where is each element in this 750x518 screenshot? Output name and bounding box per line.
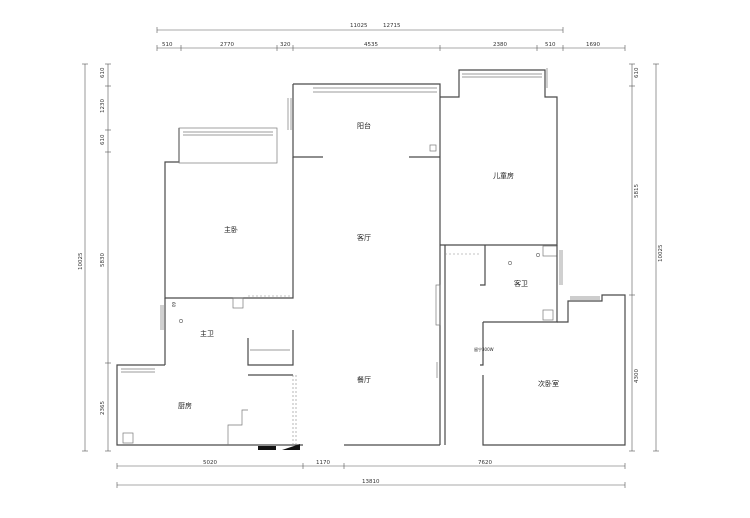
label-balcony: 阳台: [357, 121, 371, 130]
dim-right-2: 5815: [634, 184, 640, 198]
dim-top-6: 510: [545, 42, 556, 48]
dim-bottom-total: 13810: [362, 479, 380, 485]
dim-top-7: 1690: [586, 42, 600, 48]
dim-top-5: 2380: [493, 42, 507, 48]
dim-top-total-a: 11025: [350, 23, 368, 29]
label-living-room: 客厅: [357, 233, 371, 242]
fixtures: [179, 144, 540, 323]
label-second-bedroom: 次卧室: [538, 379, 559, 388]
walls: [116, 68, 626, 450]
dim-top-1: 510: [162, 42, 173, 48]
label-kids-room: 儿童房: [493, 171, 514, 180]
dim-left-2: 1230: [100, 99, 106, 113]
top-dimensions: 11025 12715 510 2770 320 4535 2380 510 1…: [156, 23, 626, 51]
label-dining: 餐厅: [357, 375, 371, 384]
right-dimensions: 610 5815 4300 10025: [629, 63, 664, 452]
label-kitchen: 厨房: [178, 401, 192, 410]
dim-top-2: 2770: [220, 42, 234, 48]
dim-top-total-b: 12715: [383, 23, 401, 29]
label-guest-bath: 客卫: [514, 279, 528, 288]
dim-bottom-2: 1170: [316, 460, 330, 466]
dim-left-5: 2365: [100, 401, 106, 415]
dim-left-4: 5830: [100, 253, 106, 267]
label-master-bedroom: 主卧: [224, 225, 238, 234]
dim-left-3: 610: [100, 134, 106, 145]
dim-top-4: 4535: [364, 42, 378, 48]
dim-right-3: 4300: [634, 369, 640, 383]
dim-right-1: 610: [634, 67, 640, 78]
dim-bottom-3: 7620: [478, 460, 492, 466]
label-fridge-note: 留宁300W: [474, 346, 494, 352]
dim-left-total: 10025: [78, 252, 84, 270]
dim-bottom-1: 5020: [203, 460, 217, 466]
dim-right-total: 10025: [658, 244, 664, 262]
left-dimensions: 10025 610 1230 610 5830 2365: [78, 63, 111, 452]
label-door-mark: 60: [171, 302, 176, 308]
label-master-bath: 主卫: [200, 329, 214, 338]
bottom-dimensions: 5020 1170 7620 13810: [116, 460, 626, 488]
room-labels: 阳台 客厅 儿童房 主卧 客卫 主卫 餐厅 厨房 次卧室 留宁300W 60: [171, 121, 559, 410]
dim-top-3: 320: [280, 42, 291, 48]
dim-left-1: 610: [100, 67, 106, 78]
